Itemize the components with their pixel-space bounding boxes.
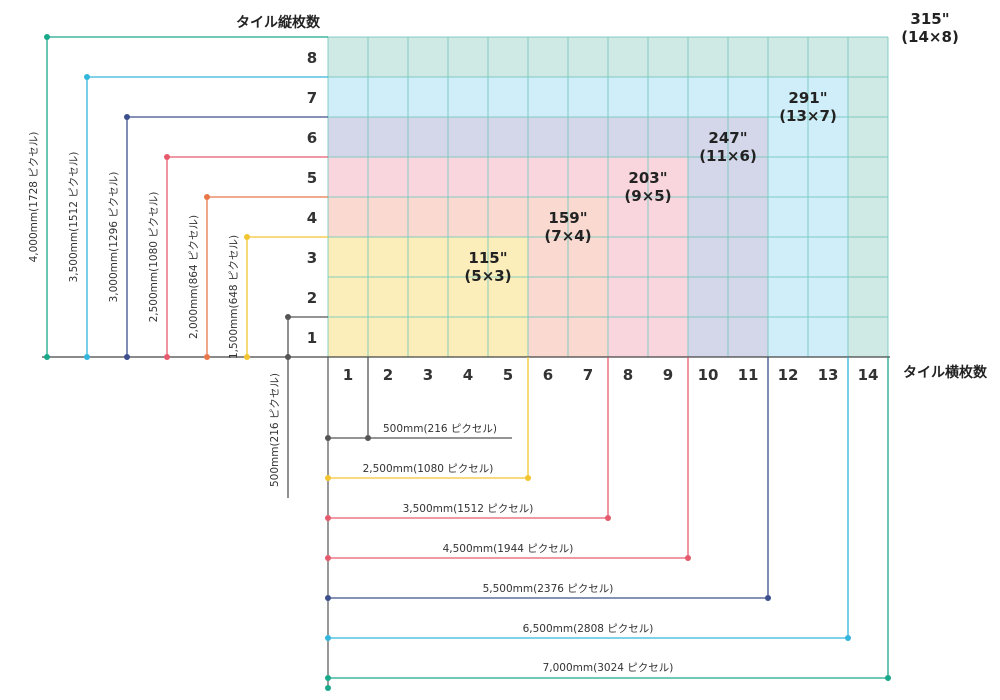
vdim-label: 500mm(216 ピクセル) <box>269 373 281 487</box>
vdim-dot-top <box>84 74 90 80</box>
hdim-dot-left <box>325 635 331 641</box>
row-number: 3 <box>307 249 317 267</box>
hdim-dot-right <box>765 595 771 601</box>
row-number: 7 <box>307 89 317 107</box>
hdim-dot-left <box>325 595 331 601</box>
size-115-inch: 115" <box>468 249 507 267</box>
hdim-dot-right <box>845 635 851 641</box>
hdim-dot-left <box>325 555 331 561</box>
vdim-label: 4,000mm(1728 ピクセル) <box>28 132 40 263</box>
size-291-inch: 291" <box>788 89 827 107</box>
column-number: 11 <box>738 366 759 384</box>
vdim-dot-bottom <box>44 354 50 360</box>
vdim-dot-bottom <box>124 354 130 360</box>
vdim-label: 2,500mm(1080 ピクセル) <box>148 192 160 323</box>
vdim-label: 3,500mm(1512 ピクセル) <box>68 152 80 283</box>
vdim-label: 2,000mm(864 ピクセル) <box>188 215 200 339</box>
vdim-dot-top <box>285 314 291 320</box>
zone-5x3 <box>328 237 528 357</box>
column-number: 3 <box>423 366 433 384</box>
vdim-label: 3,000mm(1296 ピクセル) <box>108 172 120 303</box>
hdim-dot-left <box>325 475 331 481</box>
vdim-dot-top <box>124 114 130 120</box>
vdim-dot-top <box>204 194 210 200</box>
vdim-dot-bottom <box>164 354 170 360</box>
column-number: 13 <box>818 366 839 384</box>
column-number: 6 <box>543 366 553 384</box>
row-number: 4 <box>307 209 317 227</box>
row-number: 5 <box>307 169 317 187</box>
row-number: 6 <box>307 129 317 147</box>
size-labels: 115" (5×3) 159" (7×4) 203" (9×5) 247" (1… <box>464 10 958 285</box>
size-159-inch: 159" <box>548 209 587 227</box>
hdim-dot-right <box>605 515 611 521</box>
column-number: 5 <box>503 366 513 384</box>
horizontal-dimensions: 500mm(216 ピクセル) 2,500mm(1080 ピクセル) 3,500mm… <box>325 357 891 691</box>
column-number: 8 <box>623 366 633 384</box>
horizontal-axis-title: タイル横枚数 <box>903 364 988 381</box>
hdim-dot-right <box>365 435 371 441</box>
column-number: 1 <box>343 366 353 384</box>
vertical-axis-title: タイル縦枚数 <box>236 14 321 31</box>
vdim-dot-bottom <box>244 354 250 360</box>
size-315-tiles: (14×8) <box>901 28 959 46</box>
column-number: 12 <box>778 366 799 384</box>
hdim-label: 7,000mm(3024 ピクセル) <box>543 662 674 674</box>
vdim-label: 1,500mm(648 ピクセル) <box>228 235 240 359</box>
vertical-dimensions: 4,000mm(1728 ピクセル) 3,500mm(1512 ピクセル) 3,00… <box>28 34 328 498</box>
hdim-label: 6,500mm(2808 ピクセル) <box>523 623 654 635</box>
column-number: 7 <box>583 366 593 384</box>
column-number: 9 <box>663 366 673 384</box>
size-115-tiles: (5×3) <box>464 267 511 285</box>
column-number: 14 <box>858 366 879 384</box>
column-number: 4 <box>463 366 473 384</box>
vdim-dot-bottom <box>84 354 90 360</box>
vdim-dot-top <box>244 234 250 240</box>
hdim-label: 500mm(216 ピクセル) <box>383 423 497 435</box>
hdim-dot-right <box>885 675 891 681</box>
size-247-tiles: (11×6) <box>699 147 757 165</box>
size-203-inch: 203" <box>628 169 667 187</box>
size-291-tiles: (13×7) <box>779 107 837 125</box>
column-number: 2 <box>383 366 393 384</box>
vdim-dot-bottom <box>204 354 210 360</box>
vdim-dot-bottom <box>285 354 291 360</box>
hdim-dot-left <box>325 675 331 681</box>
row-number: 8 <box>307 49 317 67</box>
hdim-dot-end <box>325 685 331 691</box>
hdim-dot-right <box>685 555 691 561</box>
hdim-dot-left <box>325 435 331 441</box>
hdim-label: 4,500mm(1944 ピクセル) <box>443 543 574 555</box>
row-number: 1 <box>307 329 317 347</box>
size-247-inch: 247" <box>708 129 747 147</box>
hdim-dot-right <box>525 475 531 481</box>
vdim-dot-top <box>164 154 170 160</box>
row-numbers: 1 2 3 4 5 6 7 8 <box>307 49 317 347</box>
hdim-label: 5,500mm(2376 ピクセル) <box>483 583 614 595</box>
hdim-label: 2,500mm(1080 ピクセル) <box>363 463 494 475</box>
column-number: 10 <box>698 366 719 384</box>
hdim-label: 3,500mm(1512 ピクセル) <box>403 503 534 515</box>
size-203-tiles: (9×5) <box>624 187 671 205</box>
tile-grid <box>327 36 889 358</box>
size-315-inch: 315" <box>910 10 949 28</box>
row-number: 2 <box>307 289 317 307</box>
hdim-dot-left <box>325 515 331 521</box>
size-159-tiles: (7×4) <box>544 227 591 245</box>
vdim-dot-top <box>44 34 50 40</box>
